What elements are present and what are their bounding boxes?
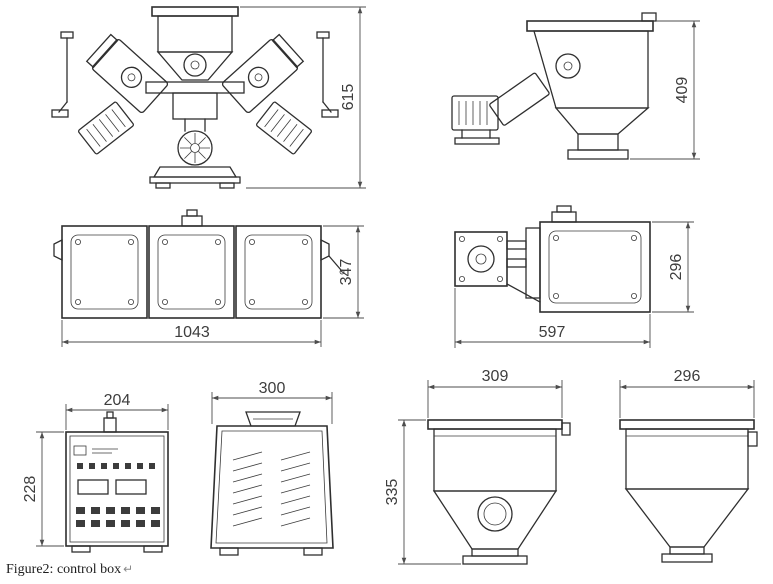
- left-side-hopper: [85, 33, 169, 114]
- hopper-side-view: [619, 419, 758, 563]
- top-connector: [551, 211, 577, 223]
- dimension-label-615: 615: [340, 84, 357, 111]
- dimension-label-1043: 1043: [174, 324, 210, 341]
- dimension-296-unit: 296: [652, 221, 694, 313]
- main-unit-front-view: [51, 6, 339, 189]
- right-clip: [320, 238, 330, 262]
- top-connector: [181, 215, 203, 227]
- display-window-left: [77, 479, 109, 495]
- figure-caption: Figure2: control box↵: [6, 562, 133, 578]
- dimension-label-296-hopper: 296: [674, 368, 701, 385]
- side-hopper-lid: [526, 20, 654, 32]
- mounting-strip: [525, 227, 541, 299]
- hopper-front-view: [427, 419, 571, 565]
- feeder-unit-side-view: [454, 205, 651, 313]
- dimension-label-228: 228: [22, 476, 39, 503]
- feeder-row-front-view: [53, 209, 345, 319]
- flange-bore-icon: [467, 245, 495, 273]
- brand-logo: [73, 445, 87, 456]
- control-box-side-view: [210, 411, 334, 556]
- lid-clamp: [747, 431, 758, 447]
- feeder-box-3: [235, 225, 322, 319]
- dimension-409: 409: [630, 20, 700, 160]
- side-view-motor: [451, 95, 500, 145]
- dimension-label-335: 335: [384, 479, 401, 506]
- dimension-label-409: 409: [674, 77, 691, 104]
- dimension-597: 597: [454, 288, 651, 348]
- hopper-lid: [427, 419, 563, 430]
- sight-glass-icon: [183, 53, 207, 77]
- machine-base: [149, 166, 241, 189]
- dimension-204: 204: [65, 392, 169, 430]
- paragraph-return-mark: ↵: [123, 562, 134, 576]
- dimension-label-597: 597: [539, 324, 566, 341]
- dimension-label-347: 347: [338, 259, 355, 286]
- left-clip: [53, 238, 63, 262]
- angled-feeder-tube: [489, 72, 550, 126]
- right-support-bracket: [316, 31, 339, 118]
- dimension-label-296-unit: 296: [668, 254, 685, 281]
- main-unit-side-view: [451, 12, 657, 160]
- dimension-1043: 1043: [61, 320, 322, 347]
- dimension-300: 300: [211, 380, 333, 424]
- left-support-bracket: [51, 31, 74, 118]
- dimension-347: 347: [323, 225, 364, 319]
- dimension-228: 228: [22, 431, 64, 547]
- dimension-label-204: 204: [104, 392, 131, 409]
- outlet-flange: [567, 149, 629, 160]
- dimension-296-hopper: 296: [619, 368, 755, 418]
- right-side-hopper: [221, 33, 305, 114]
- center-hopper-lid: [151, 6, 239, 17]
- outlet-flange: [462, 555, 528, 565]
- left-dosing-motor: [78, 101, 134, 155]
- blower-fan-icon: [177, 130, 213, 166]
- dimension-label-309: 309: [482, 368, 509, 385]
- control-panel: [73, 445, 160, 527]
- figure-caption-text: Figure2: control box: [6, 562, 122, 577]
- control-box-front-view: [65, 411, 169, 553]
- inspection-port-icon: [477, 496, 513, 532]
- feeder-box-1: [61, 225, 148, 319]
- display-window-right: [115, 479, 147, 495]
- sight-glass-icon: [555, 53, 581, 79]
- antenna-stub: [103, 417, 117, 433]
- dimension-label-300: 300: [259, 380, 286, 397]
- keypad-buttons: [76, 507, 160, 527]
- outlet-flange: [661, 553, 713, 563]
- dimension-615: 615: [240, 6, 366, 189]
- indicator-led-row: [77, 463, 155, 469]
- mounting-plate: [454, 231, 508, 287]
- dimension-309: 309: [427, 368, 563, 418]
- right-dosing-motor: [256, 101, 312, 155]
- hopper-lid: [619, 419, 755, 430]
- dimension-335: 335: [384, 419, 461, 565]
- feeder-box-2: [148, 225, 235, 319]
- ventilation-slats: [232, 451, 311, 527]
